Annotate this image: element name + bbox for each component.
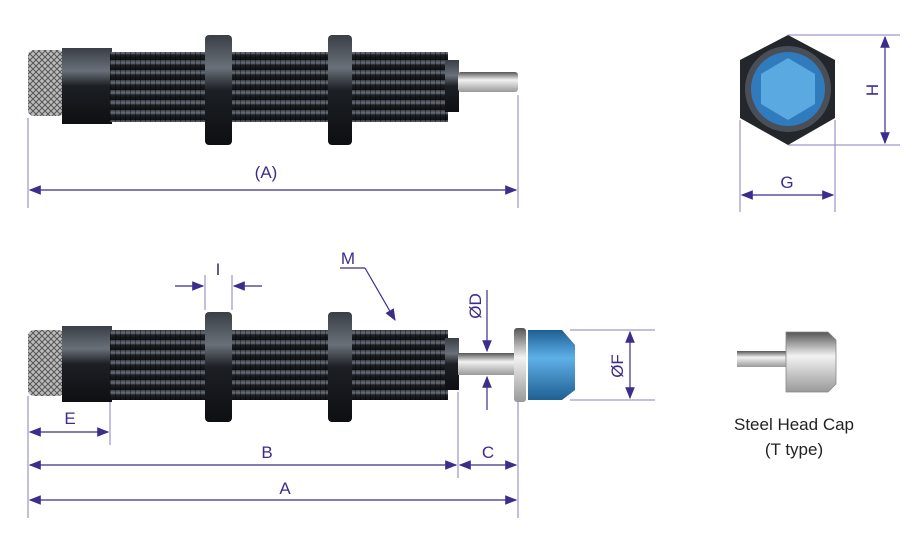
label-F: ØF bbox=[608, 354, 627, 378]
dimension-A-ref: (A) bbox=[27, 95, 519, 208]
steel-head-cap: Steel Head Cap (T type) bbox=[734, 331, 854, 459]
caption-t-type: (T type) bbox=[765, 440, 823, 459]
label-A-ref: (A) bbox=[255, 163, 278, 182]
dimension-F: ØF bbox=[570, 329, 655, 401]
caption-steel-head-cap: Steel Head Cap bbox=[734, 415, 854, 434]
label-D: ØD bbox=[466, 293, 485, 319]
label-H: H bbox=[863, 84, 882, 96]
absorber-bottom bbox=[28, 312, 575, 422]
label-A: A bbox=[279, 479, 291, 498]
label-E: E bbox=[64, 409, 75, 428]
absorber-top bbox=[28, 35, 518, 145]
label-C: C bbox=[482, 443, 494, 462]
label-G: G bbox=[780, 173, 793, 192]
hex-end-view: H G bbox=[739, 34, 900, 212]
label-B: B bbox=[261, 443, 272, 462]
dimension-D: ØD bbox=[466, 290, 492, 410]
dimension-I: I bbox=[175, 260, 262, 310]
bottom-dimensions: E B C A bbox=[27, 392, 519, 518]
label-I: I bbox=[216, 260, 221, 279]
label-M: M bbox=[341, 249, 355, 268]
dimension-M: M bbox=[340, 249, 396, 322]
